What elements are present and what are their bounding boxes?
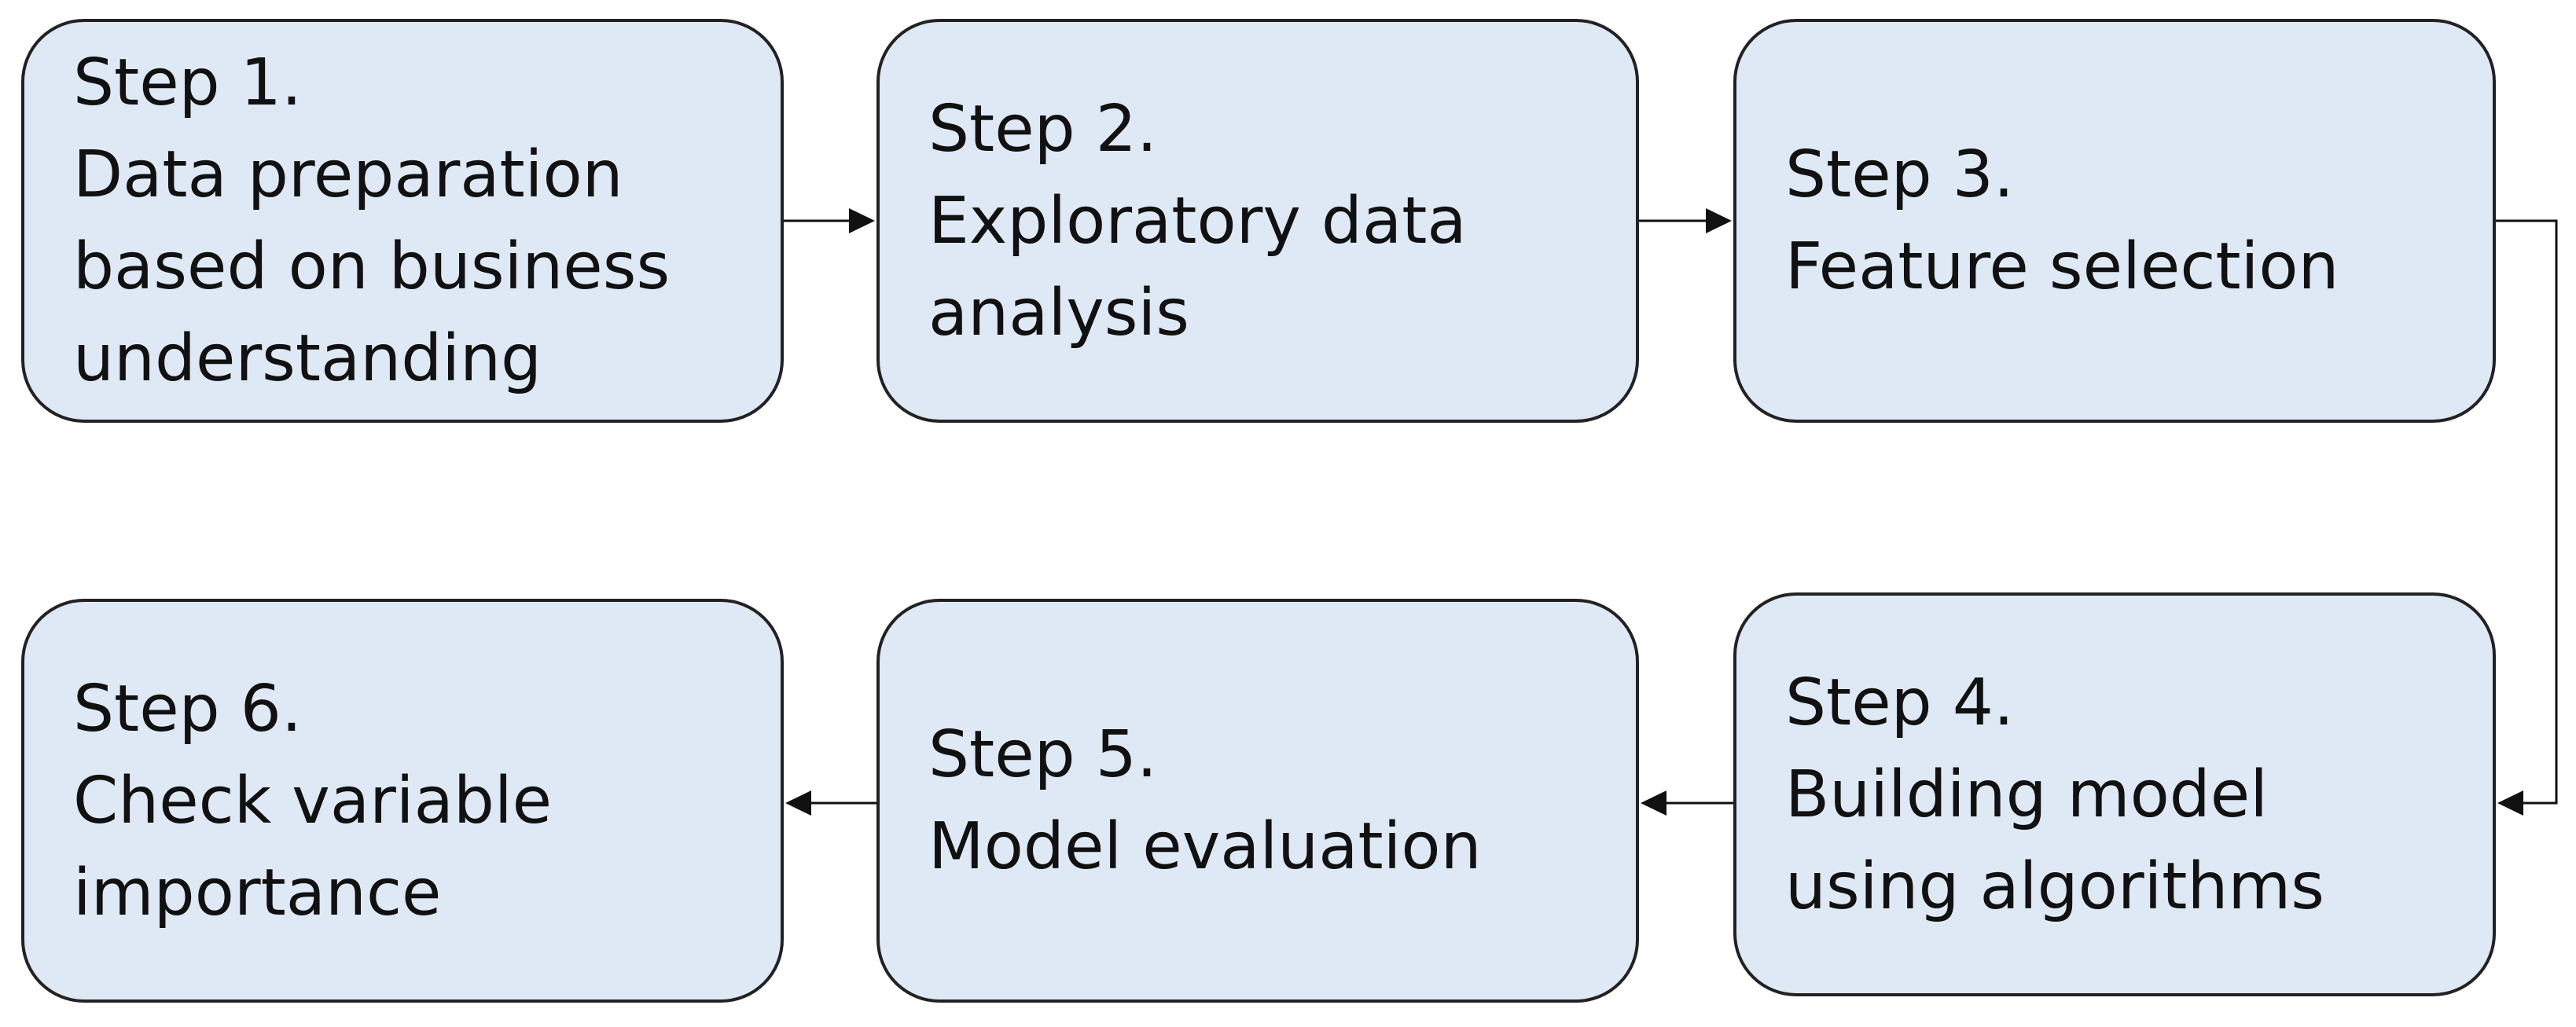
step-4-text-line-1: Building model — [1785, 757, 2269, 832]
arrowhead-s5-s6 — [785, 790, 811, 816]
step-2-box: Step 2. Exploratory data analysis — [876, 19, 1639, 423]
step-1-box: Step 1. Data preparation based on busine… — [21, 19, 784, 423]
step-5-heading: Step 5. — [928, 717, 1158, 792]
step-2-heading: Step 2. — [928, 91, 1158, 167]
arrowhead-s2-s3 — [1706, 208, 1732, 233]
step-4-text-line-2: using algorithms — [1785, 849, 2325, 924]
step-3-text-line-1: Feature selection — [1785, 229, 2339, 304]
step-3-heading: Step 3. — [1785, 138, 2015, 212]
step-1-text-line-2: based on business — [73, 229, 671, 304]
step-2-text-line-2: analysis — [928, 275, 1190, 350]
step-5-text-line-1: Model evaluation — [928, 809, 1482, 884]
arrowhead-s4-s5 — [1641, 790, 1666, 816]
step-1-text-line-3: understanding — [73, 321, 542, 396]
step-1-heading: Step 1. — [73, 46, 303, 120]
step-5-box: Step 5. Model evaluation — [876, 599, 1639, 1003]
arrowhead-s1-s2 — [849, 208, 875, 233]
arrowhead-s3-s4 — [2497, 790, 2523, 816]
step-1-text-line-1: Data preparation — [73, 138, 623, 212]
step-6-heading: Step 6. — [73, 671, 303, 746]
step-2-text-line-1: Exploratory data — [928, 183, 1467, 259]
step-6-text-line-2: importance — [73, 855, 442, 930]
step-4-box: Step 4. Building model using algorithms — [1733, 592, 2496, 996]
step-4-heading: Step 4. — [1785, 665, 2015, 740]
step-6-text-line-1: Check variable — [73, 763, 553, 838]
step-3-box: Step 3. Feature selection — [1733, 19, 2496, 423]
step-6-box: Step 6. Check variable importance — [21, 599, 784, 1003]
connector-s3-s4 — [2496, 219, 2558, 805]
